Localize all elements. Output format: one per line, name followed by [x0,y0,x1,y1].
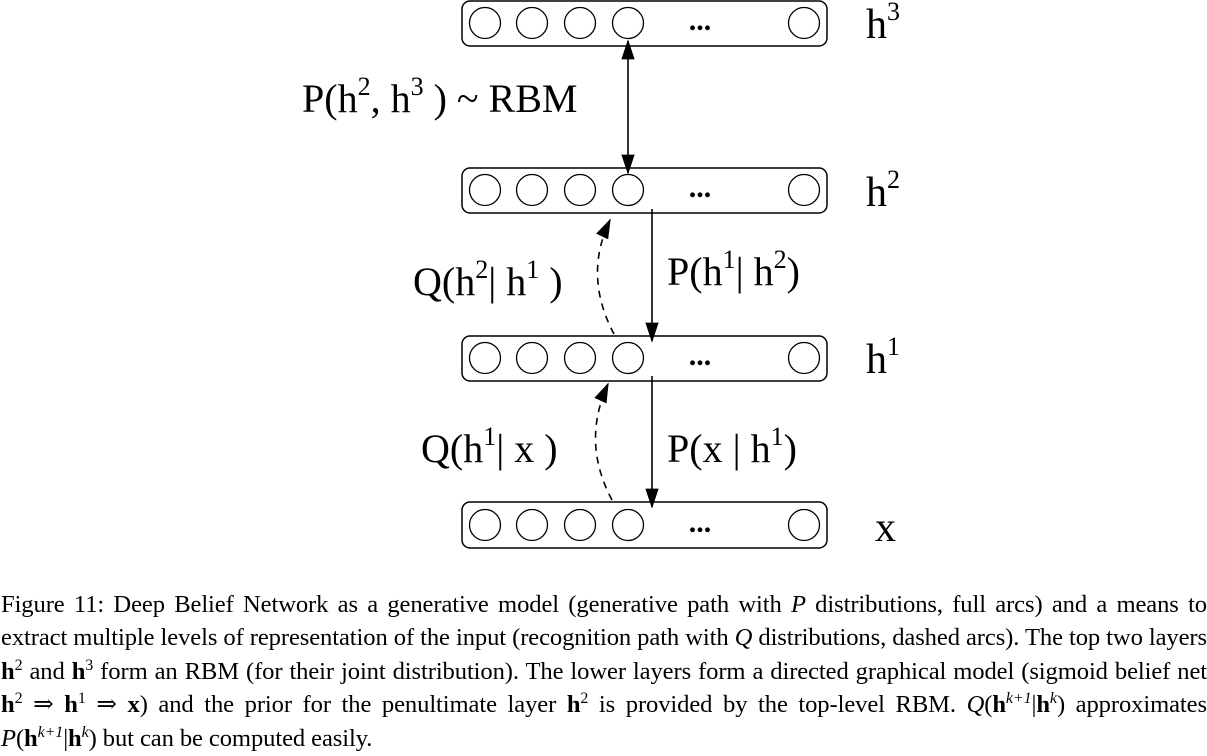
math-superscript: 2 [580,690,589,708]
recognition-arrow-h1-to-h2 [596,218,615,335]
caption-text: form an RBM (for their joint distributio… [93,657,1207,685]
layer-ellipsis: ... [689,171,712,204]
math-symbol: ⇒ [33,691,54,719]
math-superscript: 2 [14,656,23,674]
math-symbol: h [1,657,15,685]
unit-circle [563,173,597,207]
math-symbol: ( [15,724,25,752]
math-symbol: h [71,657,86,685]
layer-label-h3: h3 [866,0,900,48]
figure-caption: Figure 11: Deep Belief Network as a gene… [1,588,1207,755]
dbn-diagram: ... h3 ... h2 ... h1 ... x [302,0,900,551]
caption-text: is provided by the top-level RBM. [588,691,967,719]
layer-box [461,0,828,47]
layer-label-h2: h2 [866,165,900,216]
layer-label-x: x [875,505,896,551]
math-symbol: h [24,724,38,752]
math-superscript: k [81,723,89,741]
layer-ellipsis: ... [689,4,712,37]
unit-circle [468,6,502,40]
unit-circle [611,508,645,542]
math-superscript: 3 [85,656,94,674]
label-q-h2-given-h1: Q(h2| h1 ) [413,255,563,304]
unit-circle [468,508,502,542]
math-symbol: Q [734,624,753,652]
math-symbol: h [68,724,82,752]
unit-circle [563,341,597,375]
unit-circle [787,173,821,207]
layer-label-h1: h1 [866,332,900,383]
math-superscript: 2 [14,690,23,708]
layer-ellipsis: ... [689,339,712,372]
unit-circle [611,6,645,40]
math-symbol: Q [966,691,985,719]
math-symbol: h [566,691,581,719]
layer-x: ... x [461,501,896,551]
math-superscript: k+1 [37,723,64,741]
math-symbol: | [63,724,69,752]
unit-circle [515,6,549,40]
layer-h2: ... h2 [461,165,900,216]
unit-circle [563,6,597,40]
label-q-h1-given-x: Q(h1| x ) [421,422,558,471]
unit-circle [787,508,821,542]
figure-label: Figure 11: [1,591,105,618]
label-p-x-given-h1: P(x | h1) [667,422,797,471]
math-symbol: ⇒ [96,691,117,719]
caption-text: but can be computed easily. [96,724,373,752]
math-symbol: | [1031,691,1037,719]
layer-box [461,335,828,382]
math-symbol: ) [88,724,97,752]
label-rbm: P(h2, h3 ) ~ RBM [302,72,577,121]
math-symbol: ) [1056,691,1066,719]
math-symbol: h [1036,691,1050,719]
unit-circle [787,6,821,40]
label-p-h1-given-h2: P(h1| h2) [667,245,800,294]
caption-text: approximates [1065,691,1207,719]
layer-h1: ... h1 [461,332,900,383]
unit-circle [611,341,645,375]
layer-ellipsis: ... [689,506,712,539]
caption-text: and [22,657,72,685]
unit-circle [515,173,549,207]
unit-circle [515,341,549,375]
math-symbol: P [1,724,16,752]
math-symbol: h [64,691,78,719]
recognition-arrow-x-to-h1 [594,382,613,501]
unit-circle [611,173,645,207]
caption-text: Deep Belief Network as a generative mode… [104,591,791,618]
caption-text: distributions, dashed arcs). The top two… [752,624,1207,652]
layer-box [461,501,828,549]
unit-circle [468,341,502,375]
math-symbol: x [127,691,140,719]
layer-h3: ... h3 [461,0,900,48]
math-superscript: k+1 [1005,690,1032,708]
unit-circle [563,508,597,542]
math-superscript: 1 [77,690,86,708]
unit-circle [787,341,821,375]
caption-text: distributions, full arcs) and a means to… [1,591,1207,652]
layer-box [461,167,828,214]
math-symbol: ( [984,691,993,719]
unit-circle [515,508,549,542]
math-symbol: P [790,591,806,618]
math-symbol: h [992,691,1006,719]
math-superscript: k [1049,690,1057,708]
math-symbol: h [1,691,15,719]
caption-text: ) and the prior for the penultimate laye… [139,691,567,719]
unit-circle [468,173,502,207]
